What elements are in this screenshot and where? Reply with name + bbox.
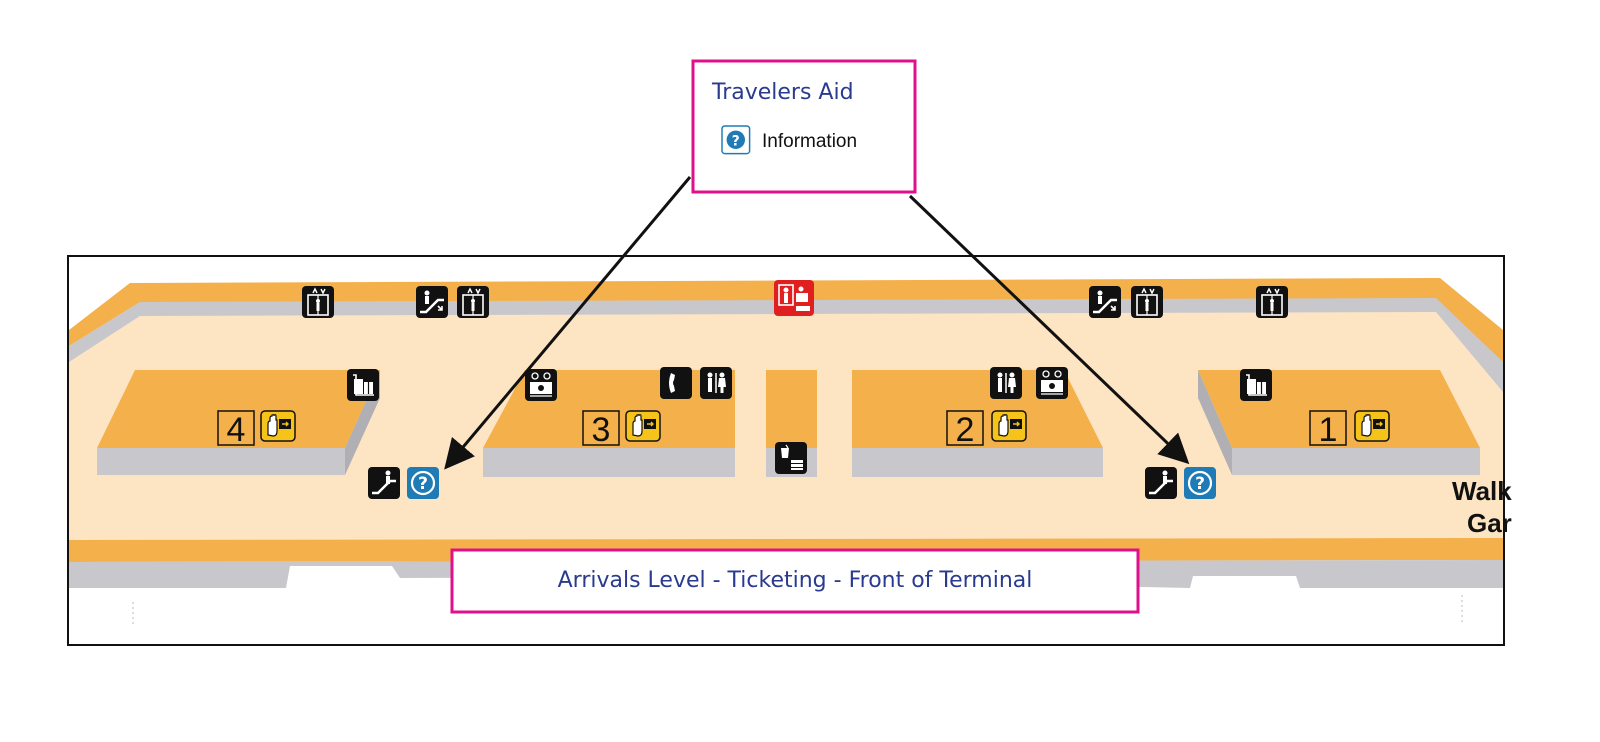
escalator-down-icon <box>414 284 450 320</box>
escalator-down-icon <box>1087 284 1123 320</box>
elevator-icon <box>1130 285 1164 319</box>
self-checkin-icon <box>625 410 661 442</box>
svg-text:3: 3 <box>592 411 611 449</box>
block-number-4: 4 <box>217 410 255 449</box>
svg-text:?: ? <box>732 133 740 149</box>
svg-text:4: 4 <box>227 411 246 449</box>
callout-title: Travelers Aid <box>711 80 854 105</box>
currency-exchange-icon <box>524 368 558 402</box>
self-checkin-icon <box>991 410 1027 442</box>
callout-info-icon: ? <box>721 125 751 155</box>
restroom-icon <box>989 366 1023 400</box>
level-banner-text: Arrivals Level - Ticketing - Front of Te… <box>558 568 1033 593</box>
edge-label-line2: Gar <box>1467 508 1512 538</box>
block-number-2: 2 <box>946 410 984 449</box>
self-checkin-icon <box>260 410 296 442</box>
block-number-1: 1 <box>1309 410 1347 449</box>
currency-exchange-icon <box>1035 366 1069 400</box>
block-number-3: 3 <box>582 410 620 449</box>
telephone-icon <box>660 367 692 399</box>
emergency-exit-icon <box>773 279 815 317</box>
baggage-cart-icon <box>1239 368 1273 402</box>
escalator-up-icon <box>366 465 402 501</box>
escalator-up-icon <box>1143 465 1179 501</box>
edge-label-line1: Walk <box>1452 476 1512 506</box>
level-banner <box>450 548 1140 614</box>
elevator-icon <box>1255 285 1289 319</box>
self-checkin-icon <box>1354 410 1390 442</box>
restroom-icon <box>699 366 733 400</box>
drink-food-icon <box>774 441 808 475</box>
counter-block-4 <box>97 370 380 475</box>
baggage-cart-icon <box>346 368 380 402</box>
callout-legend-label: Information <box>762 131 857 152</box>
information-icon <box>1182 465 1218 501</box>
svg-text:2: 2 <box>956 411 975 449</box>
svg-text:1: 1 <box>1319 411 1338 449</box>
information-icon <box>405 465 441 501</box>
pointer-arrow-right <box>908 194 1190 465</box>
pointer-arrow-left <box>444 176 692 470</box>
elevator-icon <box>301 285 335 319</box>
elevator-icon <box>456 285 490 319</box>
